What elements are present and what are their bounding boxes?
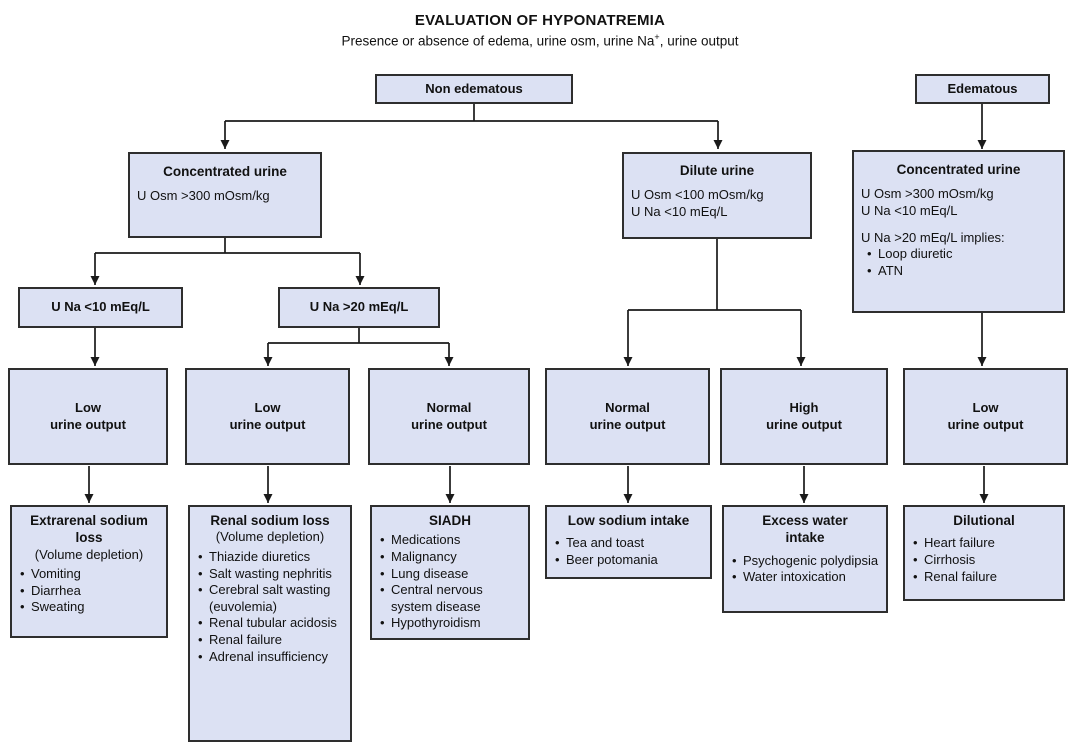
node-una-over-20: U Na >20 mEq/L: [278, 287, 440, 328]
bullet-item: Sweating: [19, 599, 159, 616]
bullet-item: Renal failure: [197, 632, 343, 649]
subtitle-superscript: +: [654, 32, 660, 42]
node-line: urine output: [589, 416, 666, 432]
bullet-item: Renal failure: [912, 569, 1056, 586]
node-line: U Osm <100 mOsm/kg: [631, 187, 764, 203]
bullet-item: Salt wasting nephritis: [197, 566, 343, 583]
bullet-item: Heart failure: [912, 535, 1056, 552]
node-title: Concentrated urine: [896, 162, 1021, 177]
node-una-under-10: U Na <10 mEq/L: [18, 287, 183, 328]
node-label: U Na <10 mEq/L: [51, 299, 150, 315]
node-title: Excess water intake: [762, 513, 848, 546]
bullet-item: Tea and toast: [554, 535, 703, 552]
node-siadh: SIADH Medications Malignancy Lung diseas…: [370, 505, 530, 640]
bullet-item: Psychogenic polydipsia: [731, 553, 879, 570]
node-line: urine output: [229, 416, 306, 432]
bullet-list: Thiazide diuretics Salt wasting nephriti…: [197, 549, 343, 665]
bullet-item: Cirrhosis: [912, 552, 1056, 569]
bullet-list: Heart failure Cirrhosis Renal failure: [912, 535, 1056, 585]
node-title: Dilutional: [953, 513, 1015, 528]
bullet-list: Medications Malignancy Lung disease Cent…: [379, 532, 521, 632]
node-renal-sodium-loss: Renal sodium loss (Volume depletion) Thi…: [188, 505, 352, 742]
node-extrarenal-sodium-loss: Extrarenal sodium loss (Volume depletion…: [10, 505, 168, 638]
node-low-urine-output-3: Low urine output: [903, 368, 1068, 465]
node-low-urine-output-2: Low urine output: [185, 368, 350, 465]
node-concentrated-urine-right: Concentrated urine U Osm >300 mOsm/kg U …: [852, 150, 1065, 313]
node-subtitle: (Volume depletion): [215, 529, 325, 545]
bullet-item: ATN: [866, 263, 1056, 280]
node-title: Low sodium intake: [567, 513, 690, 528]
node-non-edematous: Non edematous: [375, 74, 573, 104]
bullet-list: Vomiting Diarrhea Sweating: [19, 566, 159, 616]
node-line: U Na <10 mEq/L: [631, 203, 728, 219]
bullet-item: Central nervous system disease: [379, 582, 521, 615]
page-header: EVALUATION OF HYPONATREMIA Presence or a…: [0, 12, 1080, 49]
node-line: U Na >20 mEq/L implies:: [861, 229, 1005, 245]
bullet-item: Loop diuretic: [866, 246, 1056, 263]
node-high-urine-output: High urine output: [720, 368, 888, 465]
bullet-item: Vomiting: [19, 566, 159, 583]
node-dilutional: Dilutional Heart failure Cirrhosis Renal…: [903, 505, 1065, 601]
bullet-list: Tea and toast Beer potomania: [554, 535, 703, 568]
node-label: Non edematous: [425, 80, 523, 96]
node-line: High: [789, 399, 819, 415]
bullet-list: Loop diuretic ATN: [861, 246, 1056, 279]
bullet-item: Thiazide diuretics: [197, 549, 343, 566]
node-title: SIADH: [428, 513, 471, 528]
bullet-item: Cerebral salt wasting (euvolemia): [197, 582, 343, 615]
bullet-item: Diarrhea: [19, 583, 159, 600]
node-label: Edematous: [947, 80, 1018, 96]
node-title: Concentrated urine: [163, 164, 287, 179]
node-edematous: Edematous: [915, 74, 1050, 104]
node-label: U Na >20 mEq/L: [309, 299, 409, 315]
page-title: EVALUATION OF HYPONATREMIA: [414, 12, 666, 29]
node-excess-water-intake: Excess water intake Psychogenic polydips…: [722, 505, 888, 613]
node-line: Low: [972, 399, 999, 415]
node-line: Low: [75, 399, 101, 415]
node-line: U Osm >300 mOsm/kg: [137, 188, 270, 204]
node-normal-urine-output-1: Normal urine output: [368, 368, 530, 465]
subtitle-text-tail: , urine output: [659, 33, 739, 49]
bullet-item: Medications: [379, 532, 521, 549]
node-line: urine output: [766, 416, 842, 432]
subtitle-text: Presence or absence of edema, urine osm,…: [341, 33, 655, 49]
node-line: U Na <10 mEq/L: [861, 202, 958, 218]
node-concentrated-urine-left: Concentrated urine U Osm >300 mOsm/kg: [128, 152, 322, 238]
bullet-item: Renal tubular acidosis: [197, 615, 343, 632]
node-title: Dilute urine: [679, 163, 755, 178]
node-line: Normal: [605, 399, 650, 415]
node-normal-urine-output-2: Normal urine output: [545, 368, 710, 465]
bullet-item: Adrenal insufficiency: [197, 649, 343, 666]
node-title: Renal sodium loss: [210, 513, 330, 528]
page-subtitle: Presence or absence of edema, urine osm,…: [0, 32, 1080, 49]
node-line: urine output: [947, 416, 1024, 432]
node-subtitle: (Volume depletion): [34, 546, 144, 562]
bullet-list: Psychogenic polydipsia Water intoxicatio…: [731, 553, 879, 586]
bullet-item: Lung disease: [379, 566, 521, 583]
node-line: Low: [254, 399, 281, 415]
node-dilute-urine: Dilute urine U Osm <100 mOsm/kg U Na <10…: [622, 152, 812, 239]
node-line: urine output: [50, 416, 126, 432]
node-low-urine-output-1: Low urine output: [8, 368, 168, 465]
node-line: U Osm >300 mOsm/kg: [861, 186, 994, 202]
bullet-item: Water intoxication: [731, 569, 879, 586]
node-title: Extrarenal sodium loss: [30, 513, 148, 546]
node-line: urine output: [411, 416, 487, 432]
bullet-item: Hypothyroidism: [379, 615, 521, 632]
node-line: Normal: [426, 399, 472, 415]
bullet-item: Beer potomania: [554, 552, 703, 569]
bullet-item: Malignancy: [379, 549, 521, 566]
node-low-sodium-intake: Low sodium intake Tea and toast Beer pot…: [545, 505, 712, 579]
